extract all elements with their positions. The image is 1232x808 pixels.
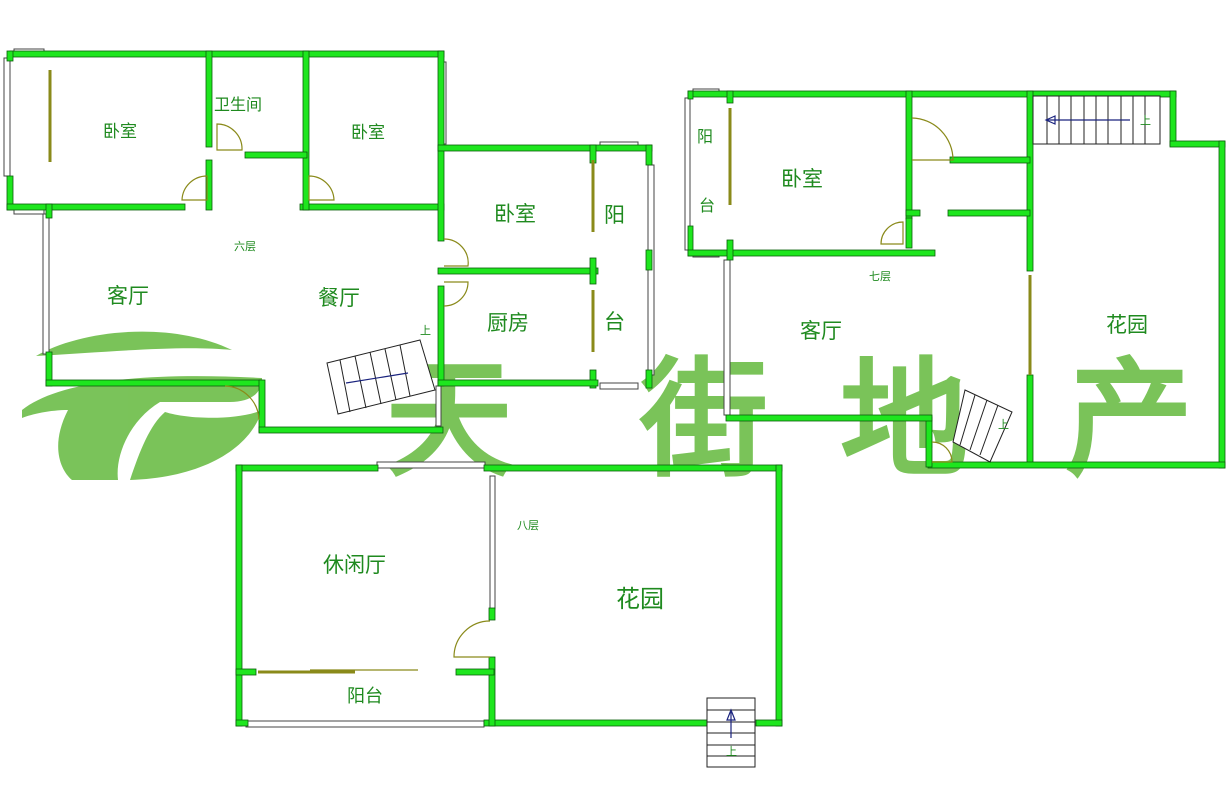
floor-7-stair-label: 上 <box>1140 114 1151 127</box>
floor-6-walls <box>6 50 653 434</box>
floor-7-plan: 上 上 阳 台 卧室 七层 客厅 花园 <box>684 88 1226 469</box>
garden-label: 花园 <box>1106 313 1148 337</box>
balcony-label: 台 <box>604 310 625 334</box>
floor-8-doors <box>258 620 491 674</box>
floor-level-label: 七层 <box>869 270 891 283</box>
watermark-char: 产 <box>1065 346 1193 495</box>
bedroom-label: 卧室 <box>494 202 536 226</box>
living-room-label: 客厅 <box>107 284 149 308</box>
floor-6-plan: 上 卧室 卫生间 卧室 六层 客厅 餐厅 卧室 阳 厨房 台 <box>3 48 655 434</box>
bedroom-label: 卧室 <box>103 122 137 142</box>
floor-6-doors <box>48 70 595 421</box>
floor-8-walls <box>235 464 783 727</box>
floor-7-doors <box>728 108 1032 463</box>
watermark-logo <box>22 331 262 480</box>
kitchen-label: 厨房 <box>487 311 529 335</box>
bathroom-label: 卫生间 <box>214 95 262 114</box>
floor-7-stair: 上 上 <box>952 95 1161 463</box>
floor-7-labels: 阳 台 卧室 七层 客厅 花园 <box>697 127 1148 343</box>
bedroom-label: 卧室 <box>781 167 823 191</box>
floor-8-stair: 上 <box>706 697 756 768</box>
floor-level-label: 六层 <box>234 240 256 253</box>
floor-6-stair-label: 上 <box>420 324 431 337</box>
floor-6-labels: 卧室 卫生间 卧室 六层 客厅 餐厅 卧室 阳 厨房 台 <box>103 95 625 335</box>
floor-level-label: 八层 <box>517 519 539 532</box>
lounge-label: 休闲厅 <box>323 553 386 577</box>
floor-8-stair-label: 上 <box>726 745 737 758</box>
balcony-label: 阳 <box>604 203 625 227</box>
living-room-label: 客厅 <box>800 319 842 343</box>
balcony-label: 阳 <box>697 127 713 146</box>
floor-8-plan: 上 休闲厅 八层 花园 阳台 <box>235 461 783 768</box>
balcony-label: 台 <box>699 196 715 215</box>
floor-7-stair-label-2: 上 <box>998 418 1009 431</box>
floor-6-stair: 上 <box>326 324 436 415</box>
watermark: 天 街 地 产 <box>22 331 1193 495</box>
dining-room-label: 餐厅 <box>318 286 360 310</box>
floor-7-walls <box>687 90 1226 469</box>
floor-8-labels: 休闲厅 八层 花园 阳台 <box>323 519 664 707</box>
garden-label: 花园 <box>616 585 664 613</box>
balcony-label: 阳台 <box>347 686 383 707</box>
bedroom-label: 卧室 <box>351 123 385 143</box>
